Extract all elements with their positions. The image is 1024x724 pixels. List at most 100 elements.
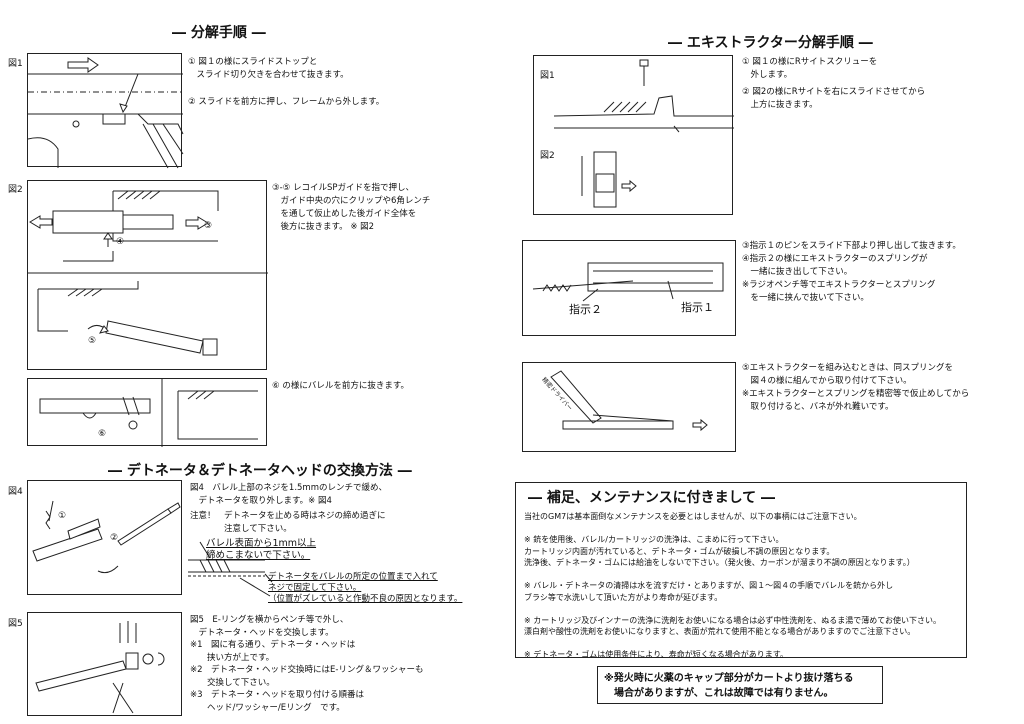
extractor-fig3-label-1: 指示１ [681,301,714,314]
extractor-fig1-label: 図1 [540,71,555,81]
extractor-step5-line: ⑤エキストラクターを組み込むときは、同スプリングを [742,363,954,373]
maintenance-line: ブラシ等で水洗いして頂いた方がより寿命が延びます。 [524,592,723,602]
extractor-step2-line: ② 図2の様にRサイトを右にスライドさせてから [742,87,926,97]
disassembly-title: ― 分解手順 ― [172,25,266,41]
step6-line: ⑥ の様にバレルを前方に抜きます。 [272,381,409,391]
fig5-label: 図5 [8,619,23,629]
step6-text: ⑥ の様にバレルを前方に抜きます。 [272,380,409,393]
barrel-detail-drawing [188,541,273,597]
notice-box: ※発火時に火薬のキャップ部分がカートより抜け落ちる 場合がありますが、これは故障… [597,666,883,704]
fig4-callout-2: ② [110,533,119,543]
fig5-drawing [35,621,165,714]
extractor-step2-text: ② 図2の様にRサイトを右にスライドさせてから 上方に抜きます。 [742,86,925,112]
extractor-step3-text: ③指示１のピンをスライド下部より押し出して抜きます。 ④指示２の様にエキストラク… [742,240,961,305]
fig3-drawing [39,379,258,447]
extractor-step1-line: 外します。 [742,70,793,80]
extractor-fig4-illustration: 精密ドライバー [522,362,736,452]
note-b-line: ネジで固定して下さい。 [268,583,362,593]
notice-line: 場合がありますが、これは故障では有りません。 [604,688,834,699]
note-b-line: （位置がズレていると作動不良の原因となります。 [268,594,463,604]
step3-line: ③-⑤ レコイルSPガイドを指で押し、 [272,183,415,193]
extractor-step5-line: 図４の様に組んでから取り付けて下さい。 [742,376,912,386]
maintenance-line: ※ バレル・デトネータの清掃は水を流すだけ・とありますが、図１～図４の手順でバレ… [524,581,894,590]
maintenance-line: ※ 銃を使用後、バレル/カートリッジの洗浄は、こまめに行って下さい。 [524,535,784,544]
extractor-step5-text: ⑤エキストラクターを組み込むときは、同スプリングを 図４の様に組んでから取り付け… [742,362,969,414]
caution-line: 注意して下さい。 [190,524,292,534]
maintenance-line: 漂白剤や酸性の洗剤をお使いになりますと、表面が荒れて使用不能となる場合があります… [524,627,916,636]
extractor-fig12-illustration: 図1 図2 [533,55,734,215]
fig5-text-line: 挟い方が上です。 [190,652,275,663]
fig2-illustration: ④ ③ ⑤ [27,180,268,370]
extractor-fig3-drawing [532,262,724,302]
fig5-text-line: ヘッド/ワッシャー/Eリング です。 [190,702,345,713]
extractor-step3-line: ※ラジオペンチ等でエキストラクターとスプリング [742,280,936,290]
fig2-callout-3: ③ [204,221,213,231]
fig5-text-line: デトネータ・ヘッドを交換します。 [190,627,334,638]
step3-line: 後方に抜きます。 ※ 図2 [272,222,375,232]
extractor-fig12-drawing [553,59,734,208]
note-b: デトネータをバレルの所定の位置まで入れて ネジで固定して下さい。 （位置がズレて… [268,572,462,605]
fig2-callout-5: ⑤ [88,336,97,346]
step1-line: スライド切り欠きを合わせて抜きます。 [188,70,349,80]
maintenance-line: カートリッジ内面が汚れていると、デトネータ・ゴムが破損し不調の原因となります。 [524,546,835,556]
step1-line: ① 図１の様にスライドストップと [188,57,318,67]
fig4-text: 図4 バレル上部のネジを1.5mmのレンチで緩め、 デトネータを取り外します。※… [190,482,387,508]
fig5-text-line: ※1 図に有る通り、デトネータ・ヘッドは [190,640,356,650]
extractor-step3-line: ③指示１のピンをスライド下部より押し出して抜きます。 [742,241,961,251]
step2-text: ② スライドを前方に押し、フレームから外します。 [188,96,384,109]
fig4-illustration: ① ② [27,480,182,595]
step1-text: ① 図１の様にスライドストップと スライド切り欠きを合わせて抜きます。 [188,56,349,82]
maintenance-title: ― 補足、メンテナンスに付きまして ― [528,490,776,506]
extractor-step3-line: を一緒に挟んで抜いて下さい。 [742,293,869,303]
extractor-step1-line: ① 図１の様にRサイトスクリューを [742,57,878,67]
fig3-callout-6: ⑥ [98,429,107,439]
fig4-drawing [32,500,181,574]
note-a-line: 締めこまないで下さい。 [206,550,311,561]
extractor-step3-line: 一緒に抜き出して下さい。 [742,267,853,277]
extractor-step5-line: ※エキストラクターとスプリングを精密等で仮止めしてから [742,389,970,399]
fig1-drawing [27,57,184,169]
extractor-title: ― エキストラクター分解手順 ― [668,35,873,51]
fig2-callout-4: ④ [116,237,125,247]
maintenance-box: ― 補足、メンテナンスに付きまして ― 当社のGM7は基本面倒なメンテナンスを必… [515,482,967,661]
extractor-step1-text: ① 図１の様にRサイトスクリューを 外します。 [742,56,877,82]
fig5-text-line: 図5 E-リングを横からペンチ等で外し、 [190,615,349,625]
notice-line: ※発火時に火薬のキャップ部分がカートより抜け落ちる [604,673,854,684]
step3-text: ③-⑤ レコイルSPガイドを指で押し、 ガイド中央の穴にクリップや6角レンチ を… [272,182,430,234]
step3-line: を通して仮止めした後ガイド全体を [272,209,417,219]
maintenance-text: 当社のGM7は基本面倒なメンテナンスを必要とはしませんが、以下の事柄にはご注意下… [524,511,941,661]
step2-line: ② スライドを前方に押し、フレームから外します。 [188,97,385,107]
maintenance-line [524,638,941,650]
fig4-text-line: デトネータを取り外します。※ 図4 [190,496,332,506]
fig4-text-line: 図4 バレル上部のネジを1.5mmのレンチで緩め、 [190,483,387,493]
caution-text: 注意！ デトネータを止める時はネジの締め過ぎに 注意して下さい。 [190,510,386,536]
maintenance-line: ※ デトネータ・ゴムは使用条件により、寿命が短くなる場合があります。 [524,650,788,659]
note-a-line: バレル表面から1mm以上 [206,538,317,549]
maintenance-line: 当社のGM7は基本面倒なメンテナンスを必要とはしませんが、以下の事柄にはご注意下… [524,512,862,521]
extractor-step2-line: 上方に抜きます。 [742,100,818,110]
fig2-drawing [28,190,268,356]
fig5-text: 図5 E-リングを横からペンチ等で外し、 デトネータ・ヘッドを交換します。 ※1… [190,614,423,714]
fig1-label: 図1 [8,59,23,69]
extractor-fig2-label: 図2 [540,151,555,161]
maintenance-line: ※ カートリッジ及びインナーの洗浄に洗剤をお使いになる場合は必ず中性洗剤を、ぬる… [524,615,942,625]
extractor-step5-line: 取り付けると、バネが外れ難いです。 [742,402,894,412]
fig5-text-line: ※3 デトネータ・ヘッドを取り付ける順番は [190,690,365,700]
maintenance-line [524,523,941,535]
maintenance-line [524,569,941,581]
note-b-line: デトネータをバレルの所定の位置まで入れて [268,572,438,582]
fig5-text-line: ※2 デトネータ・ヘッド交換時にはE-リング＆ワッシャーも [190,665,424,675]
note-a: バレル表面から1mm以上 締めこまないで下さい。 [206,538,316,562]
fig5-text-line: 交換して下さい。 [190,677,275,688]
maintenance-line [524,603,941,615]
extractor-fig4-drawing [550,370,708,432]
fig4-callout-1: ① [58,511,67,521]
fig4-label: 図4 [8,487,23,497]
fig1-illustration [27,53,184,169]
maintenance-line: 洗浄後、デトネータ・ゴムには給油をしないで下さい。（発火後、カーボンが溜まり不調… [524,558,915,567]
detonator-title: ― デトネータ＆デトネータヘッドの交換方法 ― [108,463,412,479]
fig2-label: 図2 [8,185,23,195]
fig3-illustration: ⑥ [27,378,267,447]
fig5-illustration [27,612,182,716]
extractor-step3-line: ④指示２の様にエキストラクターのスプリングが [742,254,928,264]
